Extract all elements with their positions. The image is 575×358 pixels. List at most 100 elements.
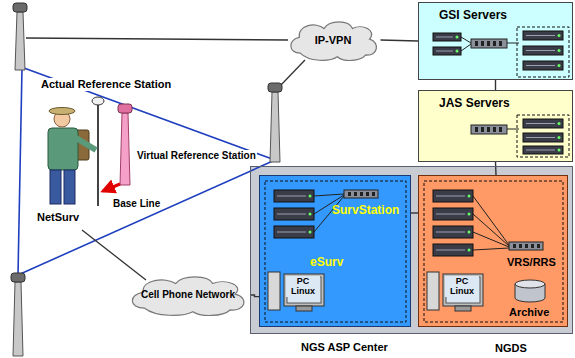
decor-sw [509,242,543,250]
box-label: IP-VPN [315,34,352,47]
server-led [309,195,312,198]
monitor [443,274,483,306]
decor-dash [517,115,569,157]
box-label: SurvStation [332,204,399,218]
box-label: Cell Phone Network [141,289,235,301]
cloud-shape [132,277,244,316]
switch-port [519,244,522,248]
server-led [558,49,561,52]
switch-port [493,127,496,132]
head [54,111,70,127]
service-box: SurvStationeSurv [259,175,411,327]
server-group: JAS Servers [418,90,573,162]
decor-srv [274,190,314,202]
cable [473,232,509,247]
switch-port [525,244,528,248]
antenna [118,104,132,113]
switch-port [499,127,502,132]
archive-disk-top [515,280,545,288]
dashed-group [517,115,569,157]
decor-ln [507,129,519,130]
server-led [558,149,561,152]
server [523,61,563,70]
monitor [284,274,324,306]
switch-port [481,127,484,132]
equipment-icons [419,176,567,326]
cloud: Cell Phone Network [126,273,250,317]
switch-port [481,41,484,46]
cable [314,194,344,196]
cable [473,248,509,250]
decor-sw [471,125,507,134]
decor-srv [523,119,563,128]
switch-port [499,41,502,46]
server [274,226,314,238]
box-label: JAS Servers [439,97,510,111]
server [433,244,473,256]
decor-ln [314,194,344,196]
network-switch [471,39,507,48]
server-group: GSI Servers [418,2,573,80]
reference-tower [13,282,23,356]
survey-pole [97,104,99,206]
decor-srv [274,208,314,220]
decor-srv [523,133,563,142]
cable [461,44,471,51]
server-led [309,213,312,216]
server-stripe [526,35,555,36]
server-stripe [436,250,465,251]
decor-dash [517,27,569,77]
monitor-screen [446,277,480,303]
decor-ln [473,248,509,250]
decor-srv [523,46,563,55]
monitor-screen [287,277,321,303]
decor-srv [433,244,473,256]
decor-disk [515,280,545,302]
antenna [268,83,282,92]
base-line-arrow [103,184,120,191]
server [523,119,563,128]
server [433,226,473,238]
server-led [558,64,561,67]
switch-port [372,192,375,196]
decor-srv [433,226,473,238]
screen-label: PC Linux [445,276,479,297]
network-connector [495,162,497,175]
station-label: Base Line [112,198,161,210]
decor-sw [471,39,507,48]
server-stripe [277,232,306,233]
equipment-icons [260,176,410,326]
switch-port [360,192,363,196]
server-led [468,195,471,198]
server-stripe [277,196,306,197]
server-led [558,122,561,125]
network-connector [250,295,259,297]
center-ground [250,166,573,334]
network-line [18,68,22,275]
cable [473,196,509,245]
backpack [76,130,89,160]
cable [507,129,519,130]
decor-sw [344,190,378,198]
decor-mon [443,274,483,311]
server-stripe [277,214,306,215]
switch-port [475,127,478,132]
dashed-group [517,27,569,77]
network-connector [381,40,419,41]
server [433,33,461,41]
server-led [468,249,471,252]
box-heading: NGDS [495,342,527,355]
leg [64,170,75,204]
monitor-stand [455,306,471,311]
network-line [24,68,275,160]
server-stripe [526,137,555,138]
server-stripe [436,214,465,215]
switch-port [366,192,369,196]
switch-port [537,244,540,248]
reference-tower [15,12,25,70]
network-switch [509,242,543,250]
decor-mon [284,274,324,311]
decor-ln [473,196,509,245]
server-led [309,231,312,234]
